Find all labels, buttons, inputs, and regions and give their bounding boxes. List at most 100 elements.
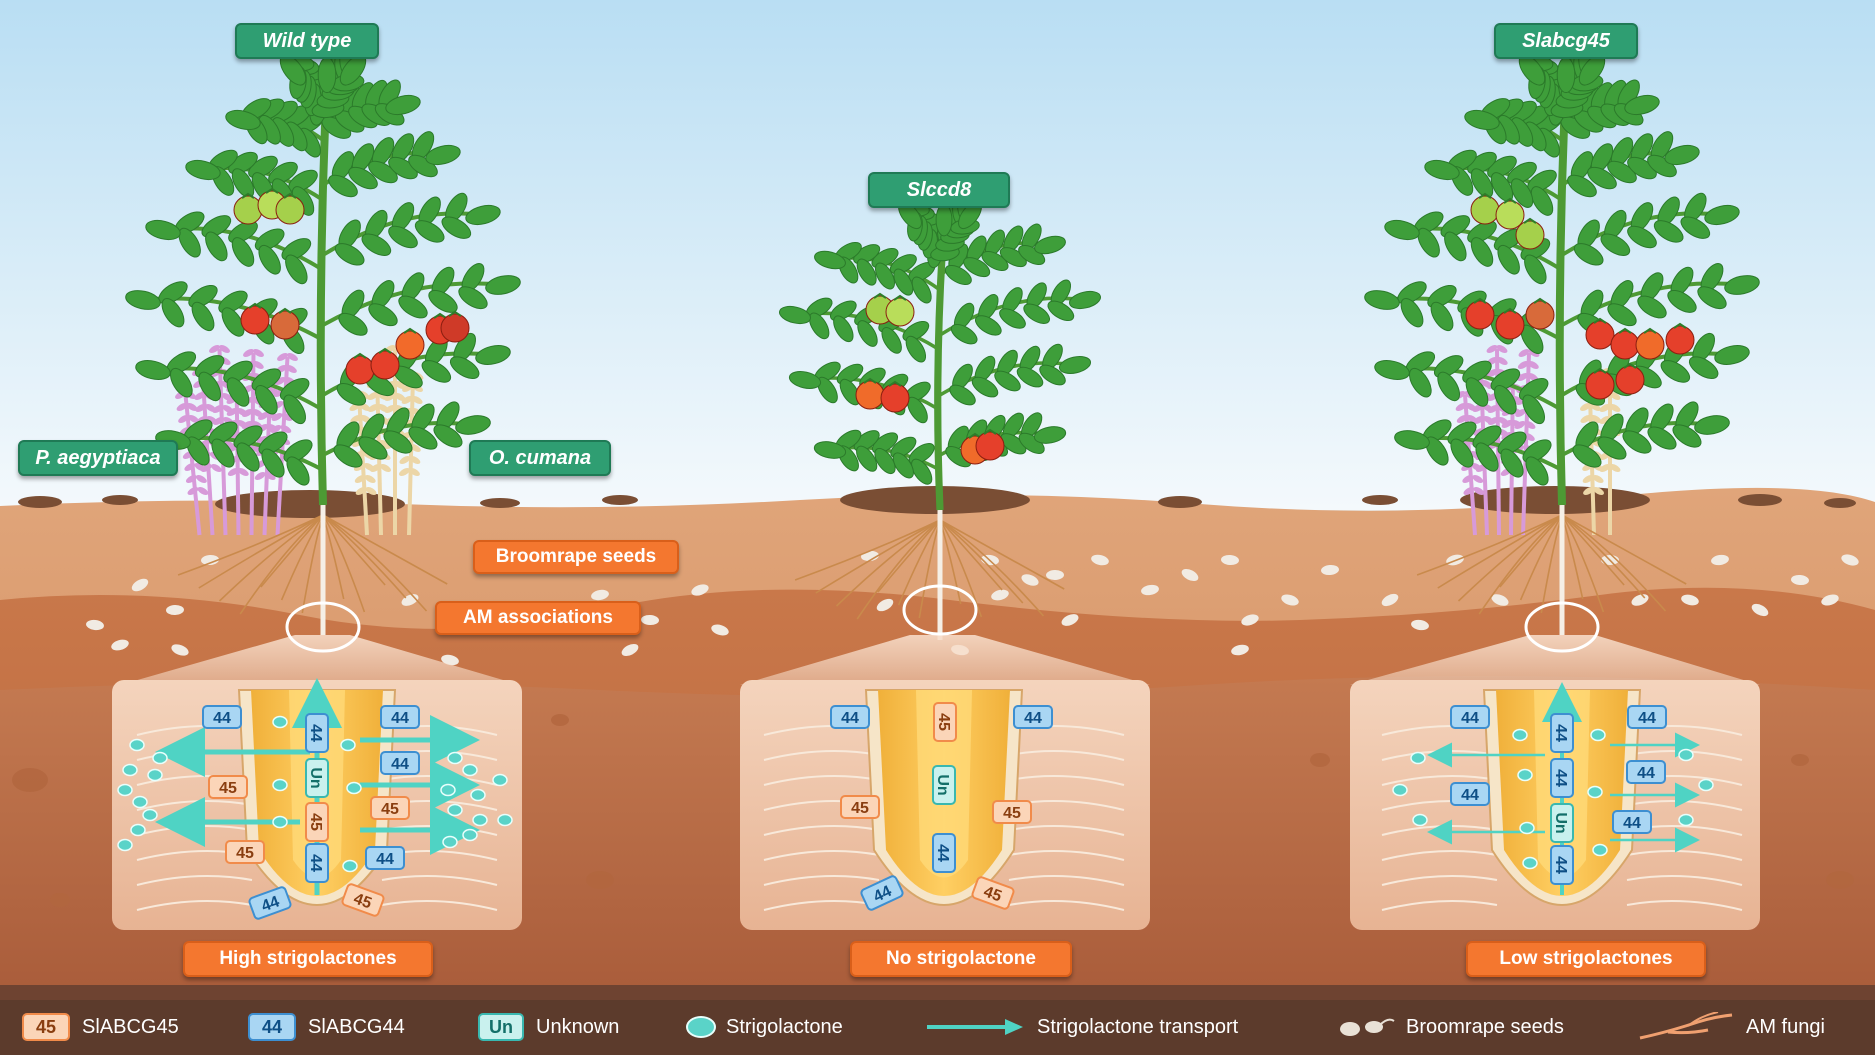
leaf (135, 360, 171, 380)
leaf (1417, 227, 1440, 258)
tomato-plant (125, 46, 521, 635)
leaf (205, 231, 228, 262)
leaf (1522, 394, 1545, 425)
soil-seed (86, 619, 104, 631)
leaf (1530, 186, 1554, 216)
leaf (414, 220, 445, 243)
soil-seed (1021, 574, 1039, 586)
transporter-marker-label: 44 (391, 756, 409, 773)
leaf (963, 257, 991, 278)
leaf (1688, 356, 1719, 379)
leaf (1364, 290, 1400, 310)
leaf (255, 384, 278, 415)
soil-seed (166, 604, 184, 616)
tomato (1635, 330, 1665, 360)
transporter-marker: 45 (208, 775, 248, 799)
leaf (198, 371, 221, 402)
soil-seed (201, 554, 219, 566)
tomato (233, 195, 263, 225)
soil-seed (441, 654, 459, 666)
tomato (395, 330, 425, 360)
legend-slabcg44: 44 SlABCG44 (248, 1012, 405, 1042)
tomato (1525, 300, 1555, 330)
leaf (1475, 442, 1499, 472)
transporter-marker-label: 44 (213, 710, 231, 727)
strigolactone-dot (470, 788, 486, 802)
leaf (1430, 301, 1454, 332)
soil-seed (131, 578, 149, 592)
leaf (1587, 166, 1617, 190)
leaf (125, 290, 161, 310)
root-hair (763, 825, 880, 836)
strigolactone-dot (1678, 748, 1694, 762)
leaf (221, 307, 245, 337)
transporter-marker: 44 (365, 846, 405, 870)
transporter-marker-label: 45 (351, 890, 374, 912)
transporter-marker-label: 45 (935, 713, 952, 731)
leaf (1714, 345, 1750, 365)
leaf (1653, 220, 1684, 243)
leaf (981, 251, 1009, 271)
leaf (1680, 216, 1711, 239)
transporter-marker: 44 (202, 705, 242, 729)
transporter-marker-label: 44 (1024, 710, 1042, 727)
legend-bar: 45 SlABCG45 44 SlABCG44 Un Unknown Strig… (0, 1000, 1875, 1055)
tomato (440, 313, 470, 343)
leaf (338, 312, 368, 336)
leaf (388, 225, 418, 249)
leaf (1033, 426, 1067, 444)
leaf (1494, 384, 1517, 415)
leaf (907, 396, 928, 424)
tomato (345, 355, 375, 385)
leaf (358, 436, 388, 460)
leaf (449, 356, 480, 379)
transporter-marker: 44 (305, 843, 329, 883)
leaf (485, 275, 521, 295)
transport-arrow-icon (927, 1019, 1023, 1035)
leaf (368, 303, 398, 327)
leaf (191, 301, 215, 332)
leaf (817, 376, 838, 404)
tomato-plant (1364, 46, 1760, 635)
unknown-chip-icon: Un (478, 1013, 524, 1041)
leaf (1039, 364, 1066, 386)
legend-strigolactone: Strigolactone (686, 1012, 843, 1042)
leaf (1034, 235, 1066, 255)
tomato (1585, 320, 1615, 350)
transporter-marker: 44 (1627, 705, 1667, 729)
leaf (1647, 426, 1677, 450)
soil-seed (1751, 603, 1769, 617)
soil-seed (1091, 554, 1109, 566)
leaf (441, 216, 472, 239)
tomato (1465, 300, 1495, 330)
strigolactone-dot (1522, 856, 1538, 870)
leaf (950, 323, 978, 345)
transporter-marker: 44 (1013, 705, 1053, 729)
tomato (1615, 365, 1645, 395)
leaf (881, 327, 902, 354)
transporter-marker-label: Un (1552, 812, 1569, 833)
soil-seed (691, 584, 709, 596)
transporter-marker-label: Un (934, 774, 951, 795)
transporter-marker: Un (932, 765, 956, 805)
leaf (778, 305, 812, 325)
leaf (911, 276, 932, 304)
legend-slabcg45: 45 SlABCG45 (22, 1012, 179, 1042)
leaf (1450, 438, 1474, 468)
leaf (893, 268, 914, 296)
leaf (286, 456, 310, 486)
soil-seed (1841, 554, 1859, 566)
broomrape-seed-icon (1340, 1018, 1395, 1036)
soil-seed (591, 589, 609, 601)
strigolactone-dot (447, 751, 463, 765)
stem (1555, 79, 1570, 506)
wild-type-label: Wild type (235, 23, 379, 59)
leaf (857, 320, 878, 347)
leaf (211, 438, 235, 468)
transporter-marker-label: 44 (259, 893, 282, 915)
legend-am-fungi-text: AM fungi (1746, 1015, 1825, 1038)
leaf (170, 367, 193, 398)
